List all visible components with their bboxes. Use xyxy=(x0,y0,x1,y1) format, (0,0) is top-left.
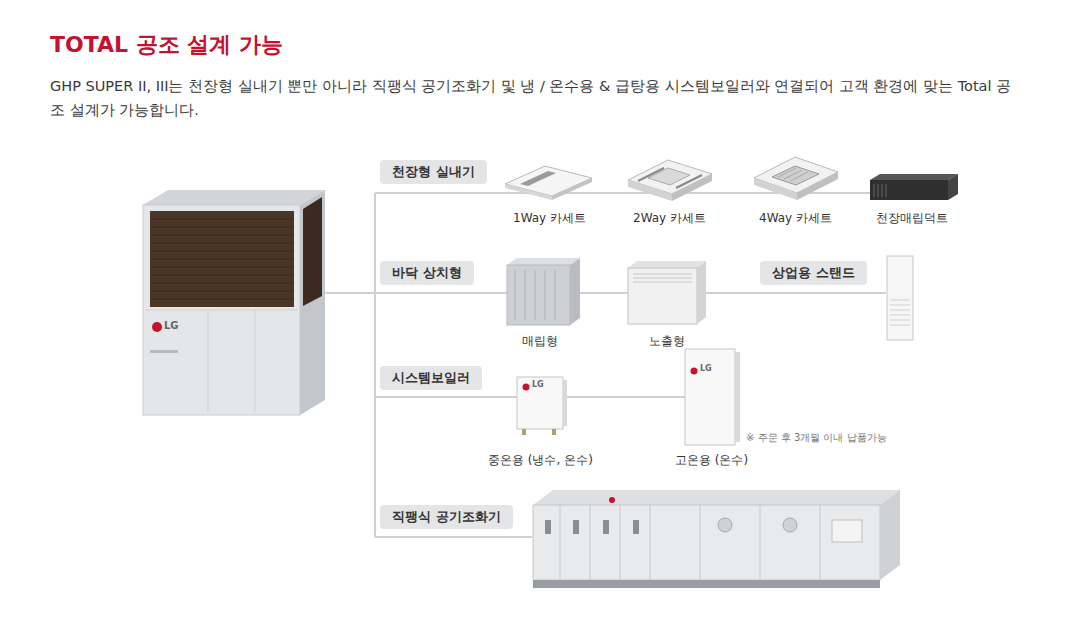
air-handling-unit xyxy=(533,490,900,588)
title: TOTAL 공조 설계 가능 xyxy=(50,30,283,60)
label: 2Way 카세트 xyxy=(633,210,706,227)
floor-concealed-unit xyxy=(507,258,580,325)
label: 고온용 (온수) xyxy=(675,452,748,469)
outdoor-unit xyxy=(143,190,325,415)
label: LG xyxy=(164,320,179,331)
boiler-medium xyxy=(517,377,567,435)
label: 매립형 xyxy=(522,333,558,350)
category-box: 직팽식 공기조화기 xyxy=(380,505,513,529)
cassette-4way xyxy=(754,157,838,200)
ceiling-duct xyxy=(870,174,958,200)
category-label: 시스템보일러 xyxy=(392,369,470,387)
caption: GHP SUPER II, III는 천장형 실내기 뿐만 아니라 직팽식 공기… xyxy=(50,74,1025,122)
category-box: 천장형 실내기 xyxy=(380,160,487,184)
category-label: 직팽식 공기조화기 xyxy=(392,508,501,526)
label: 중온용 (냉수, 온수) xyxy=(488,452,593,469)
pipe-lines xyxy=(325,193,886,537)
stand-unit xyxy=(887,256,913,340)
label: 4Way 카세트 xyxy=(759,210,832,227)
category-label: 상업용 스탠드 xyxy=(772,264,855,282)
label: LG xyxy=(700,364,712,373)
boiler-high xyxy=(685,349,740,445)
cassette-1way xyxy=(505,166,592,200)
category-box: 바닥 상치형 xyxy=(380,261,474,285)
category-label: 바닥 상치형 xyxy=(392,264,462,282)
label: LG xyxy=(532,380,544,389)
cassette-2way xyxy=(628,160,712,201)
label: 노출형 xyxy=(649,333,685,350)
category-box: 시스템보일러 xyxy=(380,366,482,390)
label: ※ 주문 후 3개월 이내 납품가능 xyxy=(746,431,887,445)
floor-exposed-unit xyxy=(628,261,706,324)
category-box: 상업용 스탠드 xyxy=(760,261,867,285)
category-label: 천장형 실내기 xyxy=(392,163,475,181)
label: 천장매립덕트 xyxy=(876,210,948,227)
label: 1Way 카세트 xyxy=(513,210,586,227)
